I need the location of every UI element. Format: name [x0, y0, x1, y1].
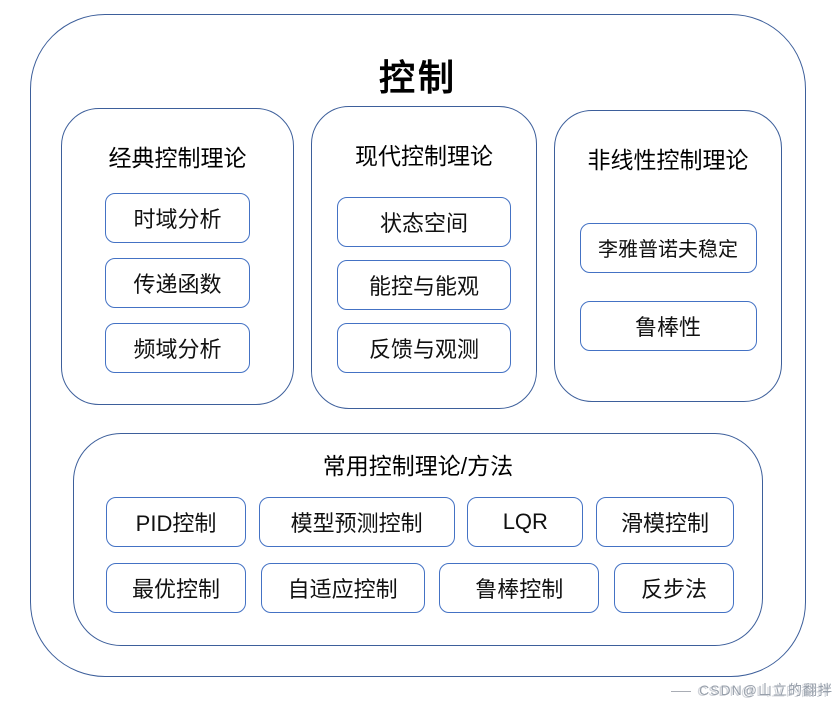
node-lqr: LQR: [467, 497, 584, 547]
node-frequency-domain-analysis: 频域分析: [105, 322, 250, 373]
node-controllability-observability: 能控与能观: [337, 259, 511, 310]
diagram-title: 控制: [378, 57, 457, 98]
node-state-space: 状态空间: [337, 196, 511, 247]
group-modern-control-theory: 现代控制理论 状态空间 能控与能观 反馈与观测: [311, 106, 537, 409]
node-transfer-function: 传递函数: [105, 257, 250, 308]
node-adaptive-control: 自适应控制: [260, 563, 425, 613]
group-classical-control-theory: 经典控制理论 时域分析 传递函数 频域分析: [61, 108, 294, 405]
node-feedback-observation: 反馈与观测: [337, 322, 511, 373]
csdn-watermark: CSDN@山立的翻拌: [671, 680, 833, 700]
methods-row-1: PID控制 模型预测控制 LQR 滑模控制: [74, 497, 762, 547]
group-title-nonlinear: 非线性控制理论: [587, 147, 749, 173]
group-common-control-methods: 常用控制理论/方法 PID控制 模型预测控制 LQR 滑模控制 最优控制 自适应…: [73, 433, 763, 646]
methods-row-2: 最优控制 自适应控制 鲁棒控制 反步法: [74, 563, 762, 613]
node-robust-control: 鲁棒控制: [439, 563, 600, 613]
node-lyapunov-stability: 李雅普诺夫稳定: [579, 222, 757, 273]
group-title-classical: 经典控制理论: [108, 145, 247, 171]
control-root-container: 控制 经典控制理论 时域分析 传递函数 频域分析 现代控制理论 状态空间 能控与…: [30, 14, 806, 677]
node-sliding-mode-control: 滑模控制: [595, 497, 734, 547]
node-pid-control: PID控制: [106, 497, 246, 547]
node-optimal-control: 最优控制: [106, 563, 246, 613]
node-time-domain-analysis: 时域分析: [105, 192, 250, 243]
node-backstepping: 反步法: [613, 563, 734, 613]
group-title-common-methods: 常用控制理论/方法: [322, 453, 514, 479]
node-model-predictive-control: 模型预测控制: [258, 497, 455, 547]
node-robustness: 鲁棒性: [579, 300, 757, 351]
group-title-modern: 现代控制理论: [355, 143, 493, 169]
group-nonlinear-control-theory: 非线性控制理论 李雅普诺夫稳定 鲁棒性: [554, 110, 782, 402]
